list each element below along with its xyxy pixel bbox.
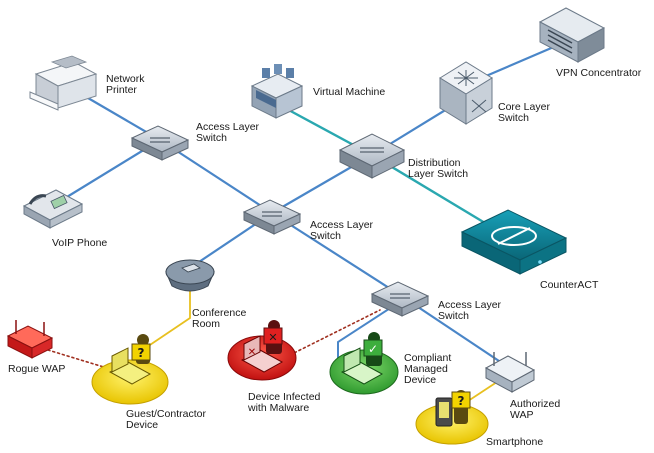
label-distribution-switch-line2: Layer Switch [408,168,468,180]
label-network-printer-line1: Network [106,73,145,85]
label-access-switch-bottom-line1: Access Layer [438,299,502,311]
label-authorized-wap-line1: Authorized [510,398,560,410]
label-distribution-switch-line1: Distribution [408,157,461,169]
label-infected-device-line2: with Malware [247,402,309,414]
virtual-machine-icon [250,64,304,119]
label-network-printer-line2: Printer [106,84,137,96]
infected-mark-screen: ✕ [248,347,256,358]
link-access-bottom-compliant [337,304,396,361]
conference-room-icon [165,259,215,292]
label-authorized-wap-line2: WAP [510,409,534,421]
authorized-wap-icon [484,352,536,393]
label-smartphone: Smartphone [486,436,543,448]
label-virtual-machine: Virtual Machine [313,86,385,98]
printer-icon [29,55,98,111]
infected-mark: ✕ [268,331,277,344]
label-infected-device-line1: Device Infected [248,391,321,403]
link-conference-guest [134,289,191,356]
label-rogue-wap: Rogue WAP [8,363,65,375]
label-guest-device-line2: Device [126,419,158,431]
guest-device-icon: ? [91,334,169,405]
label-voip-phone: VoIP Phone [52,237,107,249]
label-core-switch-line2: Switch [498,112,529,124]
compliant-device-icon: ✓ [329,332,399,395]
infected-device-icon: ✕ ✕ [227,320,297,381]
unknown-mark-guest: ? [138,346,145,360]
label-vpn-concentrator: VPN Concentrator [556,67,642,79]
rogue-wap-icon [6,320,54,359]
link-infected-access-bottom [289,309,381,356]
smartphone-icon: ? [415,390,489,445]
label-access-switch-top-line2: Switch [196,132,227,144]
distribution-switch-icon [338,133,406,179]
label-compliant-device-line1: Compliant [404,352,451,364]
access-switch-bottom-icon [370,281,430,317]
counteract-appliance-icon [460,209,568,275]
label-conference-room-line2: Room [192,318,220,330]
label-compliant-device-line3: Device [404,374,436,386]
label-access-switch-top-line1: Access Layer [196,121,260,133]
label-access-switch-middle-line2: Switch [310,230,341,242]
link-access-middle-access-bottom [270,211,402,297]
label-compliant-device-line2: Managed [404,363,448,375]
label-counteract: CounterACT [540,279,599,291]
label-core-switch-line1: Core Layer [498,101,550,113]
voip-phone-icon [22,189,84,229]
compliant-mark: ✓ [368,342,378,356]
label-guest-device-line1: Guest/Contractor [126,408,206,420]
label-conference-room-line1: Conference [192,307,246,319]
vpn-concentrator-icon [538,7,606,63]
unknown-mark-smartphone: ? [458,394,465,408]
label-access-switch-bottom-line2: Switch [438,310,469,322]
core-switch-icon [439,61,493,125]
label-access-switch-middle-line1: Access Layer [310,219,374,231]
access-switch-middle-icon [242,199,302,235]
access-switch-top-icon [130,125,190,161]
